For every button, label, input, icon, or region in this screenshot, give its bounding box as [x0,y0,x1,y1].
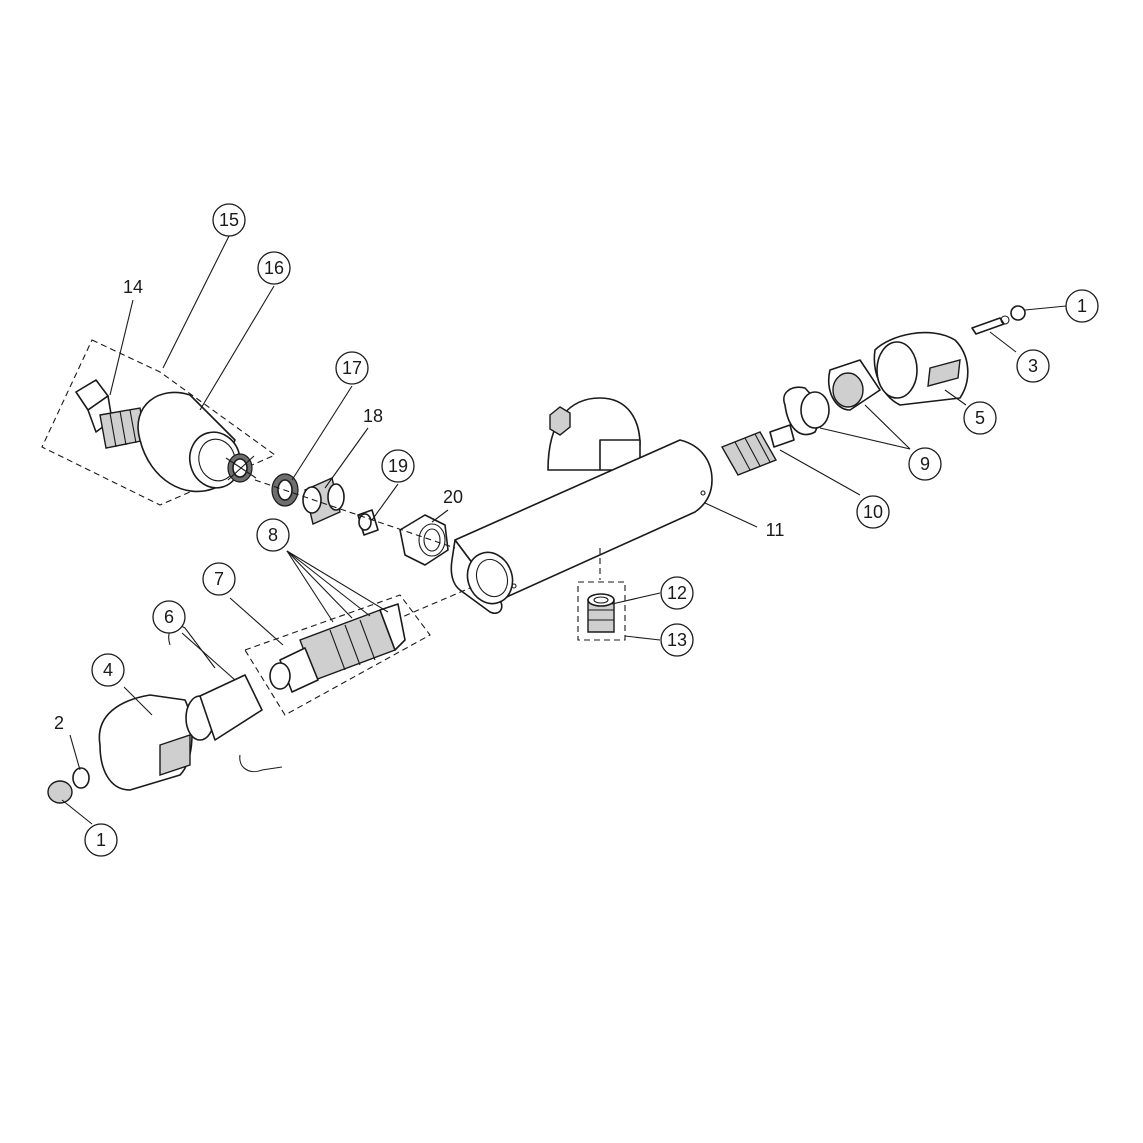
svg-text:15: 15 [219,210,239,230]
svg-text:3: 3 [1028,356,1038,376]
callout-4: 4 [91,653,125,687]
callout-17: 17 [335,351,369,385]
svg-text:17: 17 [342,358,362,378]
callout-7: 7 [202,562,236,596]
svg-text:1: 1 [96,830,106,850]
svg-text:5: 5 [975,408,985,428]
callout-5: 5 [963,401,997,435]
svg-text:2: 2 [54,713,64,733]
svg-text:8: 8 [268,525,278,545]
svg-text:14: 14 [123,277,143,297]
valve-body [450,397,713,615]
callout-16: 16 [257,251,291,285]
callout-3: 3 [1016,349,1050,383]
svg-text:16: 16 [264,258,284,278]
callout-19: 19 [381,449,415,483]
svg-text:1: 1 [1077,296,1087,316]
callout-10: 10 [856,495,890,529]
svg-text:13: 13 [667,630,687,650]
svg-text:10: 10 [863,502,883,522]
callout-14: 14 [123,277,143,297]
check-valve-assembly [577,548,626,641]
svg-text:20: 20 [443,487,463,507]
callout-1-top: 1 [1065,289,1099,323]
svg-text:9: 9 [920,454,930,474]
left-handle-assembly [47,625,283,804]
right-handle-assembly [720,305,1026,476]
inline-seals [254,473,456,566]
svg-text:4: 4 [103,660,113,680]
svg-text:6: 6 [164,607,174,627]
callout-1-bottom: 1 [84,823,118,857]
callout-13: 13 [660,623,694,657]
callout-11: 11 [766,520,785,540]
svg-text:12: 12 [667,583,687,603]
callout-12: 12 [660,576,694,610]
svg-text:19: 19 [388,456,408,476]
shower-elbow-assembly [41,339,277,506]
callout-15: 15 [212,203,246,237]
leader-lines [61,235,1067,825]
svg-text:7: 7 [214,569,224,589]
callout-2: 2 [54,713,64,733]
callout-8: 8 [256,518,290,552]
callout-18: 18 [363,406,383,426]
callout-9: 9 [908,447,942,481]
thermostatic-cartridge [244,587,471,716]
svg-text:18: 18 [363,406,383,426]
svg-text:11: 11 [766,520,785,540]
callout-20: 20 [443,487,463,507]
callout-6: 6 [152,600,186,634]
